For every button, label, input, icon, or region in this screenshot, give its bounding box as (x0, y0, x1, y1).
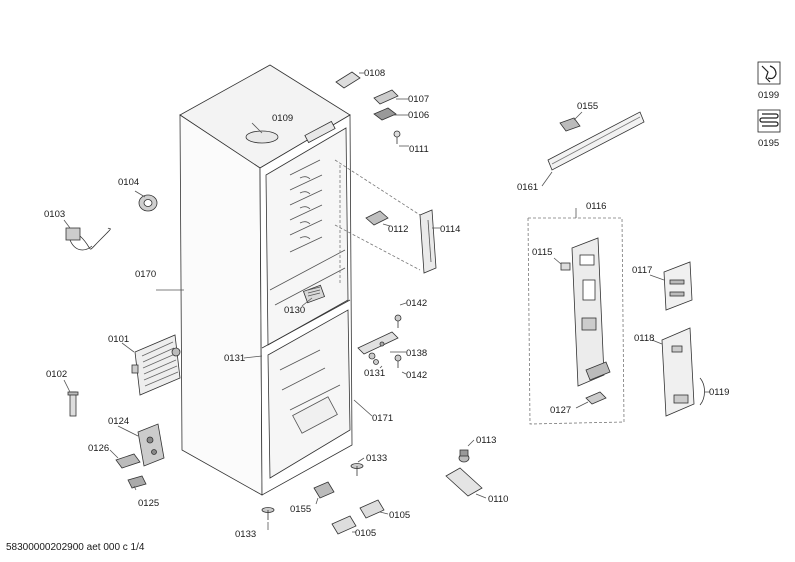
label-0111: 0111 (409, 144, 429, 155)
label-0171: 0171 (372, 413, 393, 424)
label-0142-top: 0142 (406, 298, 427, 309)
part-0105-upper (359, 499, 385, 519)
explode-lines (334, 159, 421, 285)
part-0142-screw-bottom (394, 354, 402, 368)
label-0105-lower: 0105 (355, 528, 376, 539)
part-0107 (373, 89, 399, 105)
wrench-icon (757, 61, 781, 85)
label-0112: 0112 (388, 224, 408, 235)
label-0102: 0102 (46, 369, 67, 380)
label-0138: 0138 (406, 348, 427, 359)
part-0103-cord (65, 227, 111, 251)
label-0105-upper: 0105 (389, 510, 410, 521)
label-0131-b: 0131 (364, 368, 385, 379)
label-0114: 0114 (440, 224, 460, 235)
part-0133-foot-left (261, 507, 275, 520)
part-0110-bracket (445, 467, 483, 497)
label-0104: 0104 (118, 177, 139, 188)
label-0126: 0126 (88, 443, 109, 454)
part-0111-screw (393, 130, 401, 144)
arrow-0119 (699, 377, 705, 406)
label-0161: 0161 (517, 182, 538, 193)
part-0126 (115, 453, 141, 469)
label-0155-bottom: 0155 (290, 504, 311, 515)
label-0133-right: 0133 (366, 453, 387, 464)
label-0115: 0115 (532, 247, 552, 258)
label-0119: 0119 (709, 387, 729, 398)
part-0115 (560, 262, 571, 271)
coil-icon (757, 109, 781, 133)
leader-lines (63, 72, 710, 533)
label-0101: 0101 (108, 334, 129, 345)
part-0106 (373, 107, 397, 121)
label-0142-bottom: 0142 (406, 370, 427, 381)
part-0125 (127, 475, 147, 489)
label-0130: 0130 (284, 305, 305, 316)
label-0124: 0124 (108, 416, 129, 427)
part-0101-panel (131, 334, 181, 396)
label-0133-left: 0133 (235, 529, 256, 540)
part-0131-washer (373, 359, 379, 365)
label-0108: 0108 (364, 68, 385, 79)
part-0112 (365, 210, 389, 226)
part-0102-pin (67, 391, 79, 417)
cabinet-0170 (179, 64, 353, 496)
part-0138-hinge (357, 331, 399, 360)
part-0116-group-box (527, 217, 625, 425)
label-0116: 0116 (586, 201, 606, 212)
label-0131-a: 0131 (224, 353, 245, 364)
label-0125: 0125 (138, 498, 159, 509)
label-0109: 0109 (272, 113, 293, 124)
part-0161-bar (547, 111, 645, 171)
part-0127 (585, 391, 607, 405)
part-0155-top (559, 117, 581, 132)
part-0124-board (137, 423, 165, 467)
part-0104-ring (138, 194, 158, 212)
part-0108 (335, 71, 361, 89)
part-0133-foot-right (350, 463, 364, 476)
part-labels: 0108 0107 0106 0109 0111 0104 0103 0112 … (44, 68, 779, 540)
label-0155-top: 0155 (577, 101, 598, 112)
label-0110: 0110 (488, 494, 508, 505)
label-0107: 0107 (408, 94, 429, 105)
part-0114-rail (419, 209, 437, 274)
symbol-code-0195: 0195 (758, 138, 779, 149)
label-0113: 0113 (476, 435, 496, 446)
part-0113 (458, 449, 470, 463)
part-0142-screw-top (394, 314, 402, 328)
part-0105-lower (331, 515, 357, 535)
label-0117: 0117 (632, 265, 652, 276)
label-0103: 0103 (44, 209, 65, 220)
label-0106: 0106 (408, 110, 429, 121)
part-0155-bottom (313, 481, 335, 499)
document-id: 58300000202900 aet 000 c 1/4 (6, 542, 145, 553)
symbol-code-0199: 0199 (758, 90, 779, 101)
part-0116-duct (571, 237, 611, 387)
part-0118-panel (661, 327, 695, 417)
part-0117-panel (663, 261, 693, 311)
label-0127: 0127 (550, 405, 571, 416)
label-0118: 0118 (634, 333, 654, 344)
label-0170: 0170 (135, 269, 156, 280)
